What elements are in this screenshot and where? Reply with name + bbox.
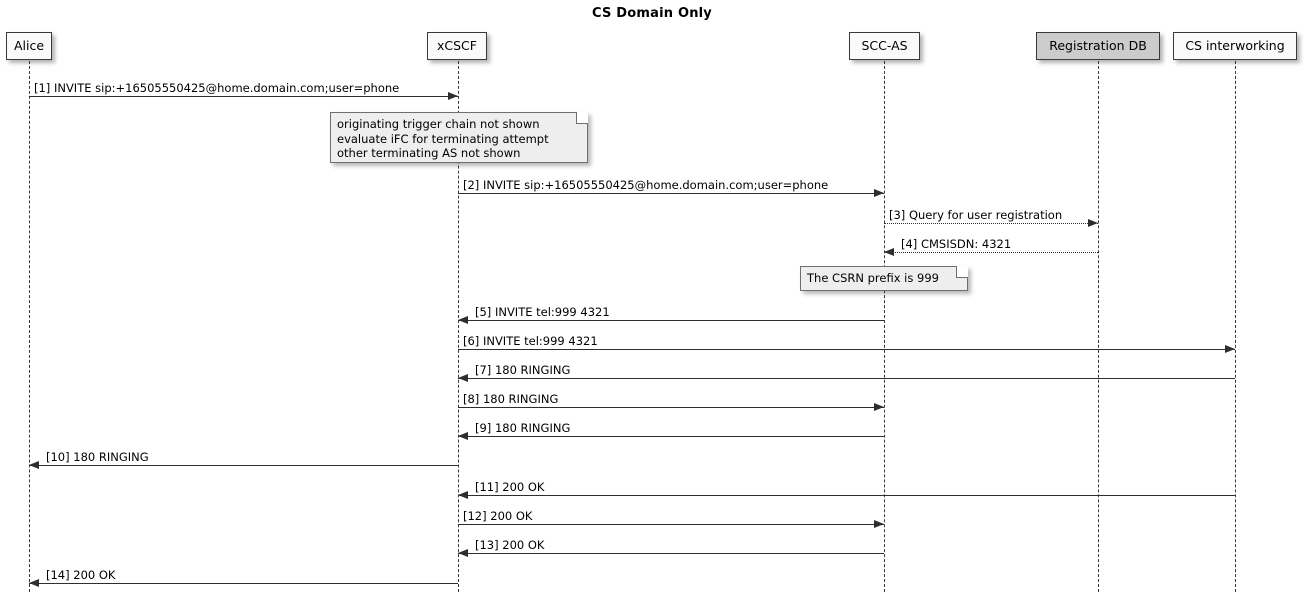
arrowhead-left-icon [29,461,39,469]
arrowhead-left-icon [29,579,39,587]
arrowhead-right-icon [874,189,884,197]
participant-cs-interwork[interactable]: CS interworking [1173,32,1297,60]
lifeline-registration [1098,61,1099,592]
note-csrn-prefix-text: The CSRN prefix is 999 [807,271,939,285]
message-line-11 [458,495,1235,496]
arrowhead-right-icon [874,520,884,528]
arrowhead-left-icon [458,316,468,324]
lifeline-alice [29,61,30,592]
message-line-13 [458,553,884,554]
message-label-13: [13] 200 OK [475,538,545,552]
arrowhead-right-icon [1088,219,1098,227]
arrowhead-left-icon [458,432,468,440]
note-fold-corner-icon [956,266,968,278]
message-label-7: [7] 180 RINGING [475,363,571,377]
message-line-6 [458,349,1235,350]
note-fold-corner-icon [576,112,588,124]
message-line-1 [29,96,458,97]
lifeline-cs-interwork [1235,61,1236,592]
participant-xcscf[interactable]: xCSCF [427,32,487,60]
message-line-2 [458,193,884,194]
message-label-10: [10] 180 RINGING [46,450,149,464]
lifeline-scc-as [884,61,885,592]
message-line-4 [884,252,1098,253]
diagram-title: CS Domain Only [592,6,712,21]
arrowhead-right-icon [874,403,884,411]
note-csrn-prefix: The CSRN prefix is 999 [800,266,968,291]
arrowhead-left-icon [458,491,468,499]
message-label-1: [1] INVITE sip:+16505550425@home.domain.… [34,81,400,95]
arrowhead-right-icon [448,92,458,100]
note-trigger-chain: originating trigger chain not shown eval… [330,112,588,163]
message-line-3 [884,223,1098,224]
message-line-12 [458,524,884,525]
message-label-3: [3] Query for user registration [889,208,1063,222]
arrowhead-left-icon [458,549,468,557]
participant-scc-as[interactable]: SCC-AS [849,32,920,60]
message-label-9: [9] 180 RINGING [475,421,571,435]
participant-alice[interactable]: Alice [6,32,52,60]
message-line-9 [458,436,884,437]
message-label-12: [12] 200 OK [463,509,533,523]
message-label-2: [2] INVITE sip:+16505550425@home.domain.… [463,178,829,192]
arrowhead-left-icon [884,248,894,256]
message-line-5 [458,320,884,321]
message-label-5: [5] INVITE tel:999 4321 [475,305,610,319]
note-trigger-chain-text: originating trigger chain not shown eval… [337,117,549,160]
message-line-10 [29,465,458,466]
message-line-8 [458,407,884,408]
message-line-14 [29,583,458,584]
message-label-11: [11] 200 OK [475,480,545,494]
arrowhead-right-icon [1225,345,1235,353]
lifeline-xcscf [458,61,459,592]
message-label-14: [14] 200 OK [46,568,116,582]
message-line-7 [458,378,1235,379]
message-label-8: [8] 180 RINGING [463,392,559,406]
arrowhead-left-icon [458,374,468,382]
message-label-4: [4] CMSISDN: 4321 [901,237,1012,251]
participant-registration[interactable]: Registration DB [1036,32,1160,60]
message-label-6: [6] INVITE tel:999 4321 [463,334,598,348]
